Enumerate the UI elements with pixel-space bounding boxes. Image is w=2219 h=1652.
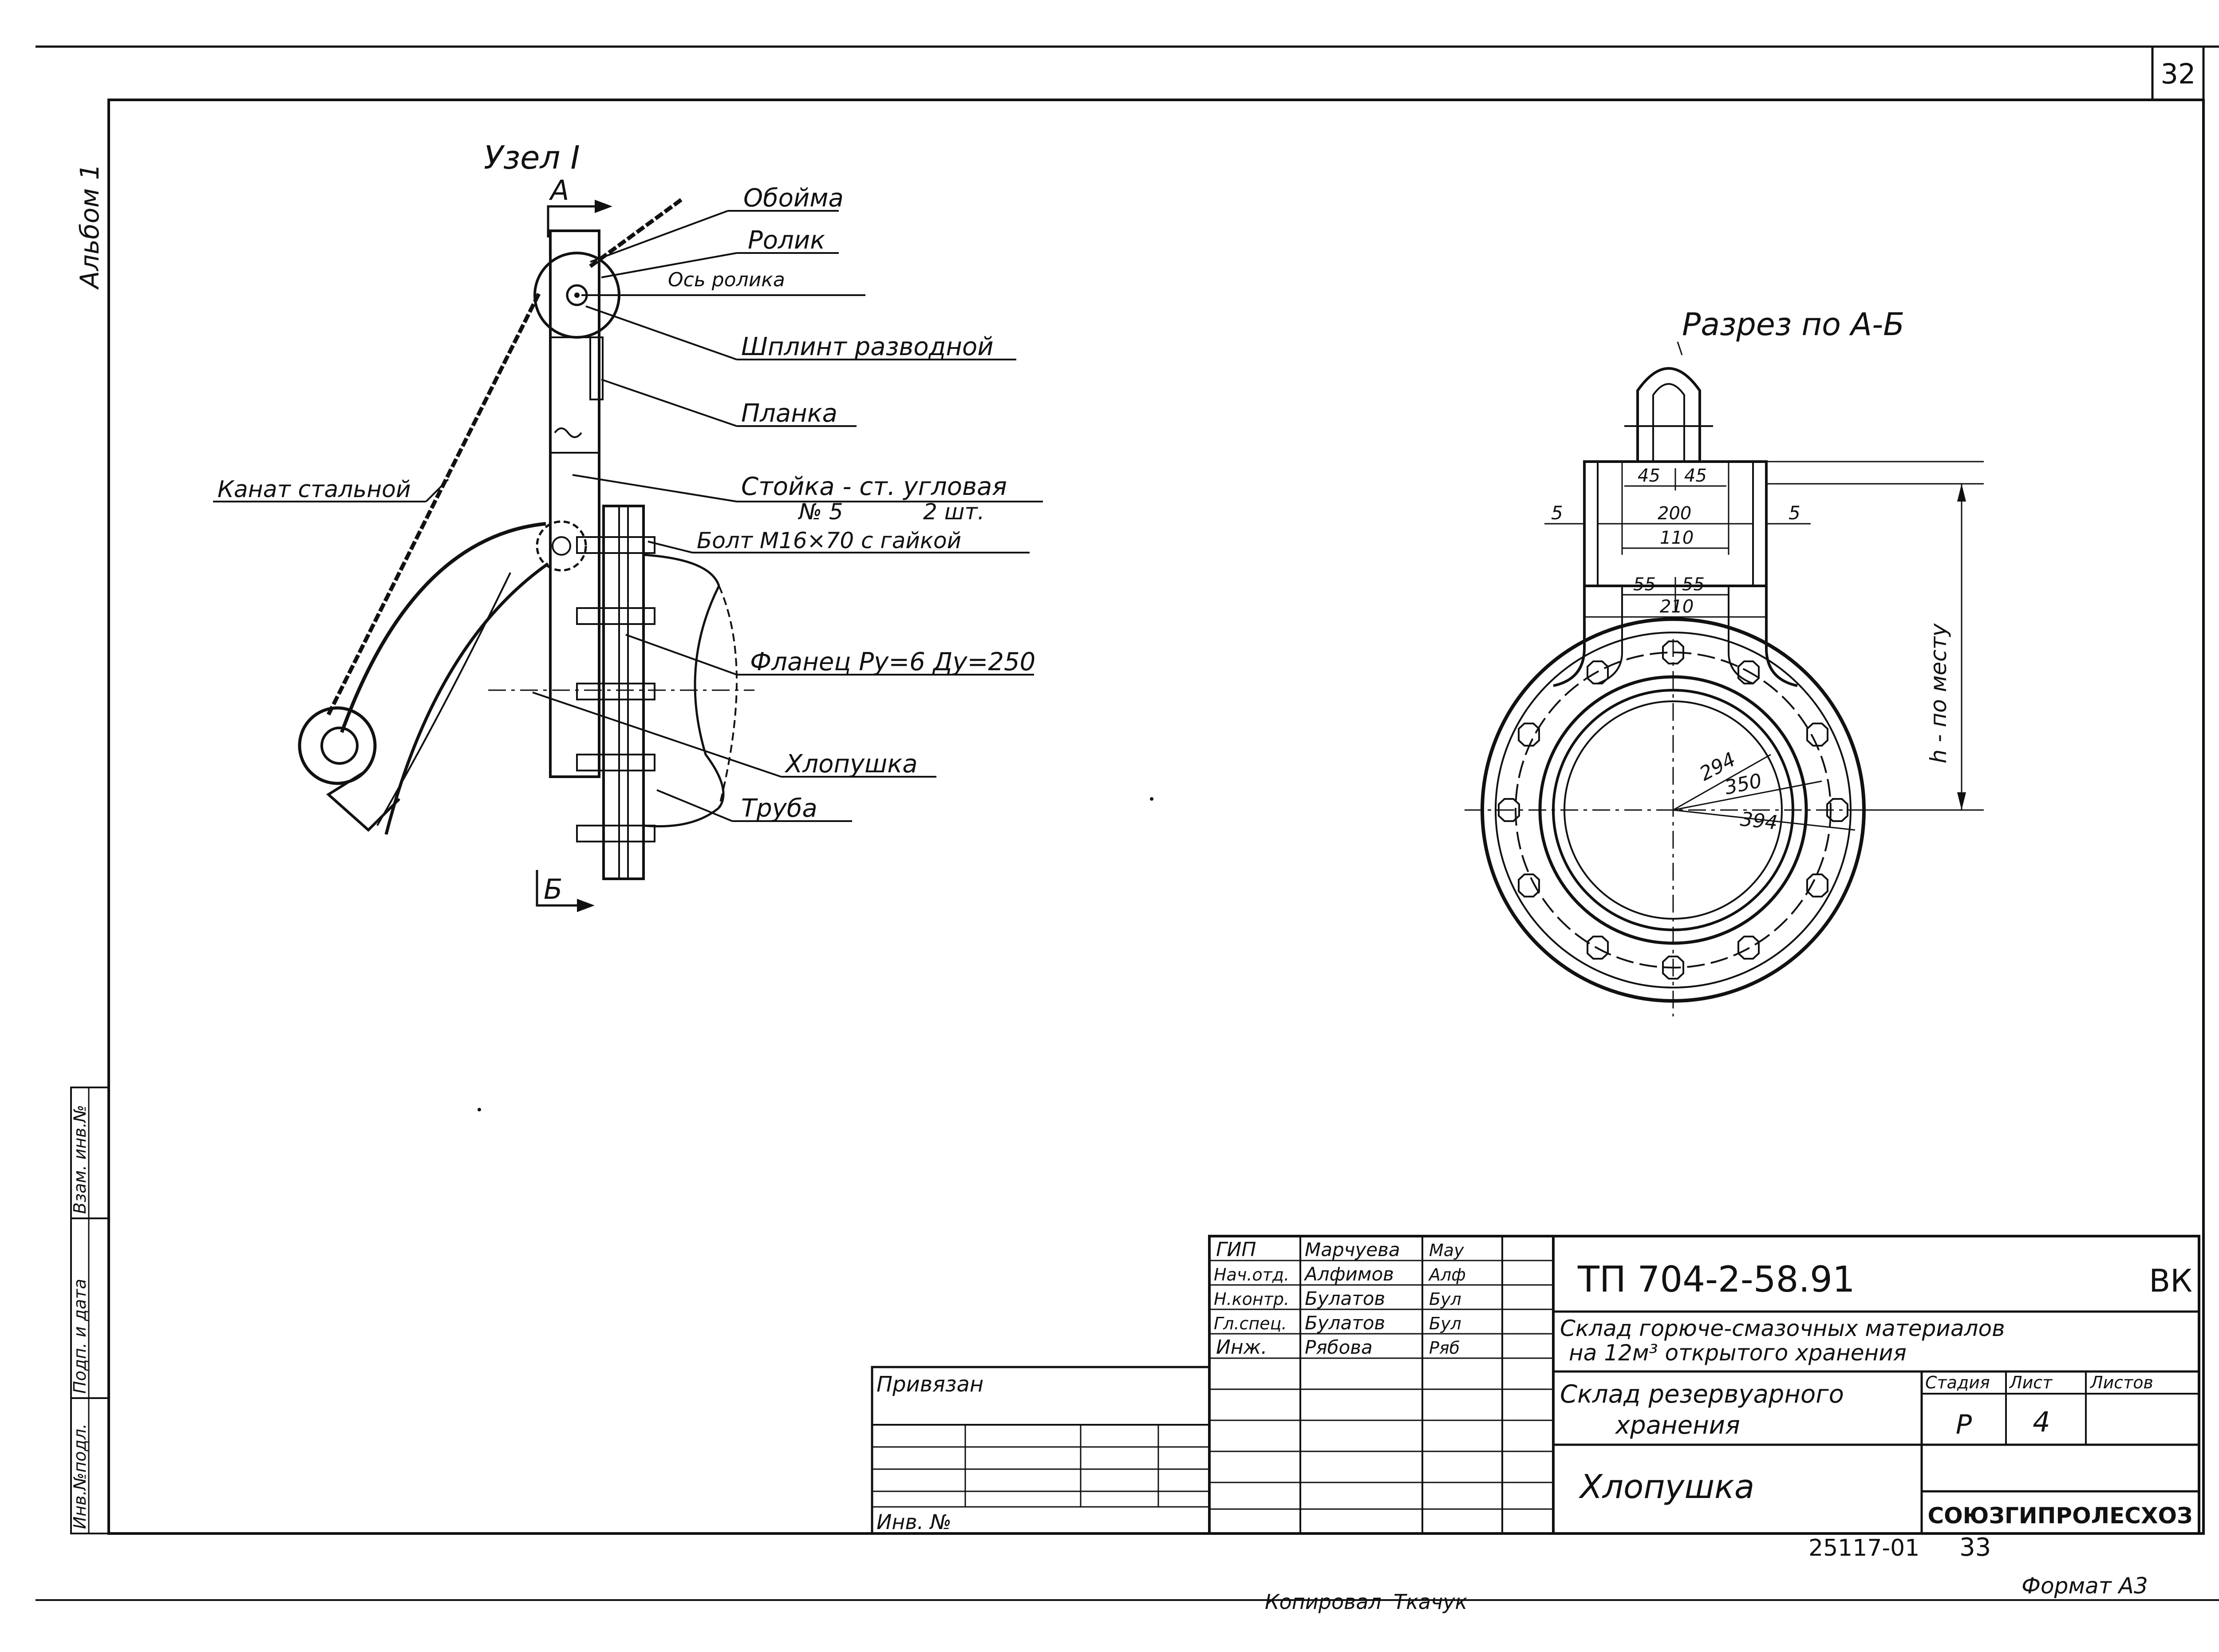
callout-post-qty: 2 шт. <box>923 499 984 525</box>
copied-sign: Ткачук <box>1394 1590 1467 1614</box>
stamp-inv-original: Инв.№подл. <box>70 1423 90 1529</box>
callout-roller-axis: Ось ролика <box>668 269 785 291</box>
dim-5-left: 5 <box>1551 502 1563 524</box>
callout-plate: Планка <box>741 399 837 428</box>
sig-sign-3: Бул <box>1429 1289 1461 1309</box>
dim-55-right: 55 <box>1682 574 1705 595</box>
callout-flange: Фланец Ру=6 Ду=250 <box>750 648 1035 676</box>
doc-code: ТП 704-2-58.91 <box>1577 1259 1855 1300</box>
format-label: Формат А3 <box>2022 1573 2148 1599</box>
callout-post: Стойка - ст. угловая <box>741 472 1007 501</box>
sig-role-3: Н.контр. <box>1214 1289 1289 1309</box>
doc-mark: ВК <box>2149 1263 2192 1299</box>
album-label: Альбом 1 <box>75 164 105 290</box>
sheets-header: Листов <box>2089 1373 2153 1392</box>
sheet-header: Лист <box>2009 1373 2053 1392</box>
sig-sign-1: Мау <box>1429 1241 1464 1260</box>
dim-210: 210 <box>1660 597 1694 617</box>
node-view: Узел I А Б <box>213 139 1043 912</box>
dim-55-left: 55 <box>1633 574 1656 595</box>
dim-5-right: 5 <box>1789 502 1800 524</box>
inv-label: Инв. № <box>877 1510 952 1534</box>
sig-name-1: Марчуева <box>1305 1239 1400 1261</box>
section-title: Разрез по А-Б <box>1682 306 1904 343</box>
object-line-1: Склад резервуарного <box>1560 1380 1844 1409</box>
callout-roller: Ролик <box>748 226 825 255</box>
callout-cage: Обойма <box>743 184 844 213</box>
archive-number: 25117-01 <box>1808 1535 1919 1561</box>
dim-110: 110 <box>1660 528 1694 548</box>
sig-role-2: Нач.отд. <box>1214 1265 1289 1284</box>
section-arrow-top: А <box>549 174 569 206</box>
side-stamp-box <box>70 1087 110 1534</box>
callout-steel-cable: Канат стальной <box>217 476 411 503</box>
copied-by: Копировал <box>1265 1590 1382 1614</box>
stamp-replaced-inv: Взам. инв.№ <box>70 1105 90 1214</box>
dim-45-right: 45 <box>1684 466 1707 486</box>
stage-header: Стадия <box>1925 1373 1990 1392</box>
section-view: Разрез по А-Б <box>1465 306 1984 1016</box>
callout-post-number: № 5 <box>798 499 843 525</box>
flange-bolts <box>1498 640 1848 980</box>
dim-200: 200 <box>1658 503 1691 524</box>
project-line-1: Склад горюче-смазочных материалов <box>1560 1316 2005 1341</box>
dim-dia-350: 350 <box>1723 769 1764 799</box>
organization: СОЮЗГИПРОЛЕСХОЗ <box>1927 1503 2192 1529</box>
archive-sheet: 33 <box>1959 1533 1991 1562</box>
project-line-2: на 12м³ открытого хранения <box>1569 1340 1907 1366</box>
sig-sign-4: Бул <box>1429 1314 1461 1333</box>
sig-sign-2: Алф <box>1428 1265 1466 1284</box>
callout-split-pin: Шплинт разводной <box>741 332 994 361</box>
sig-name-4: Булатов <box>1305 1312 1385 1334</box>
section-arrow-bottom: Б <box>544 873 563 905</box>
node-title: Узел I <box>484 139 580 176</box>
callout-pipe: Труба <box>741 794 817 823</box>
sheet-value: 4 <box>2033 1406 2050 1438</box>
stamp-sign-date: Подп. и дата <box>70 1279 90 1394</box>
dim-45-left: 45 <box>1638 466 1660 486</box>
dim-dia-394: 394 <box>1739 808 1779 834</box>
title-block <box>871 1235 2200 1535</box>
sig-role-4: Гл.спец. <box>1214 1314 1287 1333</box>
dim-height: h - по месту <box>1926 623 1951 763</box>
sig-role-1: ГИП <box>1216 1238 1256 1261</box>
sig-name-2: Алфимов <box>1303 1263 1394 1285</box>
callout-flap: Хлопушка <box>784 750 918 779</box>
sig-sign-5: Ряб <box>1429 1338 1460 1358</box>
callout-bolt: Болт М16×70 с гайкой <box>697 528 961 553</box>
object-line-2: хранения <box>1615 1411 1740 1440</box>
sig-name-5: Рябова <box>1305 1336 1373 1358</box>
sig-name-3: Булатов <box>1305 1288 1385 1309</box>
bound-label: Привязан <box>877 1372 983 1397</box>
sig-role-5: Инж. <box>1216 1336 1267 1359</box>
page-number: 32 <box>2161 58 2196 90</box>
drawing-name: Хлопушка <box>1578 1468 1754 1506</box>
stage-value: Р <box>1956 1409 1972 1440</box>
